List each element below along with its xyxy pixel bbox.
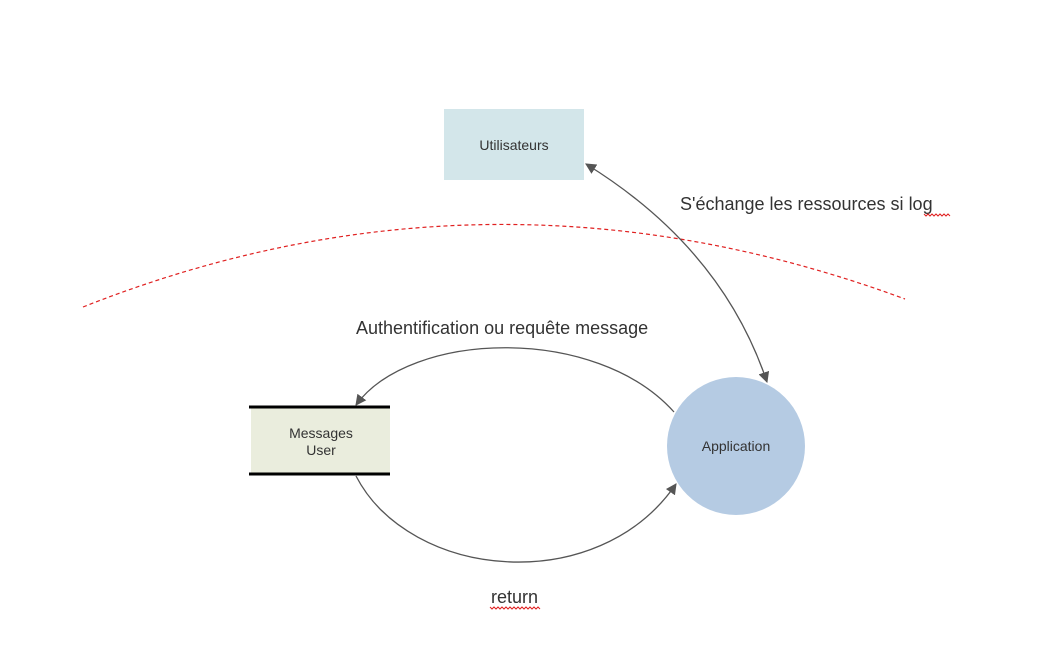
utilisateurs-label: Utilisateurs bbox=[479, 137, 548, 153]
application-label: Application bbox=[702, 438, 771, 454]
exchange-flow-label-prefix: S'échange les ressources si bbox=[680, 194, 909, 214]
utilisateurs-entity[interactable]: Utilisateurs bbox=[444, 109, 584, 180]
return-flow-arrow[interactable] bbox=[355, 475, 677, 563]
messages-user-label-line1: Messages bbox=[289, 425, 353, 441]
messages-user-datastore[interactable]: Messages User bbox=[249, 405, 390, 476]
exchange-flow-label-suffix: log bbox=[909, 194, 933, 214]
return-flow-label: return bbox=[491, 587, 538, 607]
spellcheck-underline bbox=[923, 213, 951, 217]
exchange-flow-label: S'échange les ressources si log bbox=[680, 194, 933, 214]
exchange-flow-arrow[interactable] bbox=[585, 163, 770, 384]
auth-request-flow-arrow[interactable] bbox=[355, 347, 675, 413]
spellcheck-underline bbox=[489, 606, 541, 610]
application-process[interactable]: Application bbox=[667, 377, 805, 515]
messages-user-label-line2: User bbox=[306, 442, 336, 458]
auth-request-flow-label: Authentification ou requête message bbox=[356, 318, 648, 338]
trust-boundary-line bbox=[82, 223, 906, 308]
